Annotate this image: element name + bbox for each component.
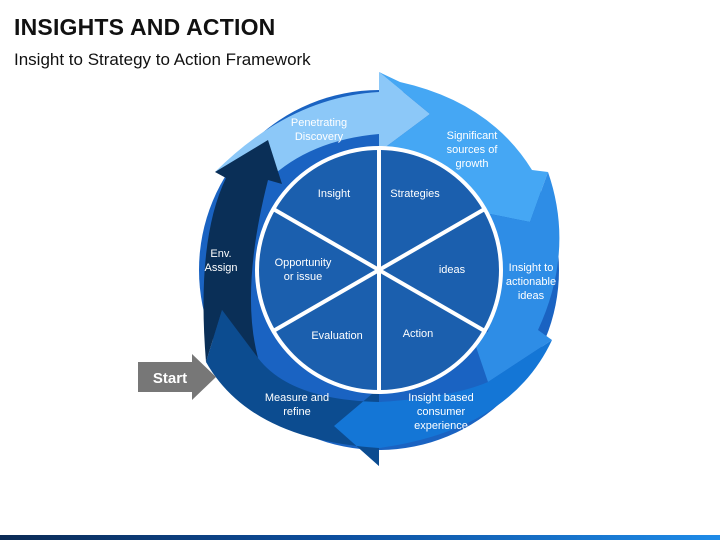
start-arrow: Start — [138, 354, 216, 400]
segment-label-6-line-1: Opportunity — [275, 257, 332, 269]
ring-label-4-line-2: consumer — [417, 406, 466, 418]
ring-label-3-line-1: Insight to — [509, 262, 554, 274]
arrow-env-assign — [203, 140, 282, 362]
start-label: Start — [153, 370, 187, 387]
segment-divider-5 — [272, 268, 380, 333]
segment-label-5-line-1: Evaluation — [311, 330, 362, 342]
segment-divider-2 — [378, 207, 486, 272]
ring-label-5-line-1: Measure and — [265, 392, 329, 404]
segment-label-4-line-1: Action — [403, 328, 434, 340]
segment-label-2-line-1: Strategies — [390, 188, 440, 200]
ring-label-6-line-1: Env. — [210, 248, 231, 260]
ring-label-3-line-2: actionable — [506, 276, 556, 288]
segment-divider-3 — [378, 268, 486, 333]
ring-label-6: Env. Assign — [204, 248, 237, 274]
ring-label-4: Insight based consumer experience — [408, 392, 473, 432]
segment-dividers — [272, 148, 486, 392]
ring-label-3-line-3: ideas — [518, 290, 545, 302]
ring-label-1-line-2: Discovery — [295, 131, 344, 143]
page-title: INSIGHTS AND ACTION — [14, 14, 276, 40]
ring-label-2-line-2: sources of — [447, 144, 499, 156]
ring-label-2: Significant sources of growth — [447, 130, 499, 170]
ring-label-5-line-2: refine — [283, 406, 311, 418]
segment-label-3-line-1: ideas — [439, 264, 466, 276]
start-arrow-shape — [138, 354, 216, 400]
segment-label-2: Strategies — [390, 188, 440, 200]
ring-label-6-line-2: Assign — [204, 262, 237, 274]
ring-label-5: Measure and refine — [265, 392, 329, 418]
arrow-significant-sources — [379, 72, 548, 222]
segment-divider-6 — [272, 207, 380, 272]
ring-label-2-line-3: growth — [455, 158, 488, 170]
ring-label-2-line-1: Significant — [447, 130, 498, 142]
segment-label-5: Evaluation — [311, 330, 362, 342]
bottom-accent-bar — [0, 535, 720, 540]
segment-label-1-line-1: Insight — [318, 188, 350, 200]
arrow-insight-based-experience — [334, 340, 552, 466]
ring-label-3: Insight to actionable ideas — [506, 262, 556, 302]
segment-label-3: ideas — [439, 264, 466, 276]
arrow-measure-refine — [206, 310, 379, 466]
segment-label-1: Insight — [318, 188, 350, 200]
segment-label-4: Action — [403, 328, 434, 340]
ring-label-4-line-3: experience — [414, 420, 468, 432]
page-subtitle: Insight to Strategy to Action Framework — [14, 50, 311, 69]
segment-label-6-line-2: or issue — [284, 271, 323, 283]
segment-label-6: Opportunity or issue — [275, 257, 332, 283]
ring-label-1-line-1: Penetrating — [291, 117, 347, 129]
ring-label-4-line-1: Insight based — [408, 392, 473, 404]
